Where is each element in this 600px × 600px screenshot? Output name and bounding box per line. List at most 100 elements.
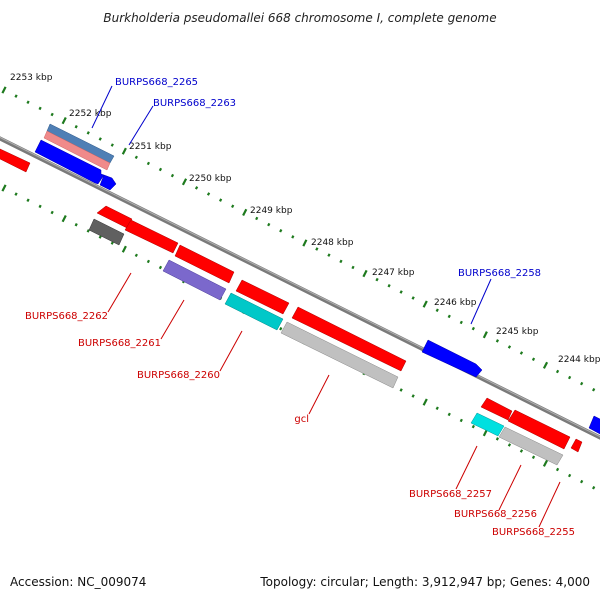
forward-features [34,123,600,435]
gene-feature-2256[interactable] [507,409,571,450]
major-tick [242,208,248,216]
scale-label: 2250 kbp [189,174,232,184]
minor-tick [134,155,138,160]
minor-tick [387,284,391,288]
minor-tick [568,375,572,380]
gene-feature-2257-cyan[interactable] [470,412,505,437]
major-tick [121,245,127,253]
gene-feature-2261-alt[interactable] [174,244,235,284]
gene-label-reverse[interactable]: BURPS668_2260 [137,370,220,381]
major-tick [1,184,7,192]
scale-label: 2246 kbp [434,298,477,308]
scale-labels: 2253 kbp 2252 kbp 2251 kbp 2250 kbp 2249… [10,73,600,365]
gene-label-forward[interactable]: BURPS668_2265 [115,77,198,88]
minor-tick [110,143,114,147]
major-tick [1,86,7,94]
major-tick [482,331,488,339]
minor-tick [495,437,499,441]
minor-tick [26,198,30,203]
leader-2263 [128,105,154,146]
minor-tick [555,369,560,374]
gene-label-forward[interactable]: BURPS668_2258 [458,268,541,279]
minor-tick [471,424,475,429]
minor-tick [74,125,78,129]
gene-feature-2258[interactable] [421,339,483,378]
minor-tick [206,192,211,196]
scale-label: 2248 kbp [311,238,354,248]
label-leaders [91,85,561,528]
gene-feature-2263-rna[interactable] [43,130,111,171]
minor-tick [519,449,524,453]
major-tick [362,269,368,278]
minor-tick [231,204,235,209]
minor-tick [86,229,90,233]
minor-tick [158,167,163,172]
gene-feature-2261-purple[interactable] [162,259,227,301]
gene-feature-2264[interactable] [99,174,117,191]
minor-tick [592,485,596,490]
minor-tick [507,443,512,447]
gene-label-forward[interactable]: BURPS668_2263 [153,98,236,109]
minor-tick [459,418,463,423]
minor-tick [327,253,331,257]
topology-text: Topology: circular; Length: 3,912,947 bp… [259,575,590,589]
minor-tick [134,253,138,258]
leader-2257 [455,445,478,490]
major-tick [302,239,308,247]
gene-labels: BURPS668_2265 BURPS668_2263 BURPS668_225… [25,77,575,538]
major-tick [542,459,549,467]
scale-label: 2249 kbp [250,206,293,216]
gene-label-reverse[interactable]: BURPS668_2256 [454,509,537,520]
minor-tick [580,479,584,484]
gene-feature-2255[interactable] [570,438,583,453]
gene-feature-2261[interactable] [124,219,179,254]
leader-2256 [498,464,522,511]
gene-label-reverse[interactable]: BURPS668_2262 [25,311,108,322]
gene-feature-gcl[interactable] [291,306,407,372]
minor-tick [568,473,572,478]
major-tick [181,178,188,186]
minor-tick [267,222,271,227]
gene-label-reverse[interactable]: BURPS668_2257 [409,489,492,500]
minor-tick [146,259,150,264]
minor-tick [86,131,90,135]
minor-tick [411,296,415,300]
map-title: Burkholderia pseudomallei 668 chromosome… [103,11,496,25]
minor-tick [339,259,343,264]
major-tick [542,361,549,369]
minor-tick [471,326,475,331]
scale-label: 2245 kbp [496,327,539,337]
leader-2255 [538,481,561,528]
leader-2261 [160,299,185,340]
minor-tick [507,345,512,349]
minor-tick [14,192,18,196]
gene-feature-2257[interactable] [480,397,513,421]
minor-tick [74,223,78,227]
gene-feature-2260[interactable] [235,279,290,315]
leader-2260 [219,330,243,372]
gene-label-reverse[interactable]: BURPS668_2261 [78,338,161,349]
gene-feature-2256-grey[interactable] [498,426,564,466]
major-tick [61,116,67,125]
outer-tick-row [1,86,596,392]
minor-tick [291,235,295,239]
gene-feature-edge[interactable] [588,415,600,435]
minor-tick [435,308,439,313]
leader-2265 [91,85,113,129]
gene-label-reverse[interactable]: BURPS668_2255 [492,527,575,538]
minor-tick [447,412,451,417]
gene-feature-2262-grey[interactable] [88,218,125,246]
minor-tick [279,228,283,233]
backbone-line [0,136,600,440]
minor-tick [375,277,379,282]
minor-tick [351,265,355,270]
gene-feature-2260-cyan[interactable] [224,292,284,331]
gene-feature-edge-left[interactable] [0,148,31,173]
minor-tick [219,198,223,202]
gene-feature-gcl-grey[interactable] [280,321,399,389]
accession-text: Accession: NC_009074 [10,575,146,589]
scale-label: 2247 kbp [372,268,415,278]
gene-label-reverse[interactable]: gcl [294,414,309,425]
gene-feature-2263[interactable] [34,139,105,185]
backbone-highlight [0,136,600,438]
